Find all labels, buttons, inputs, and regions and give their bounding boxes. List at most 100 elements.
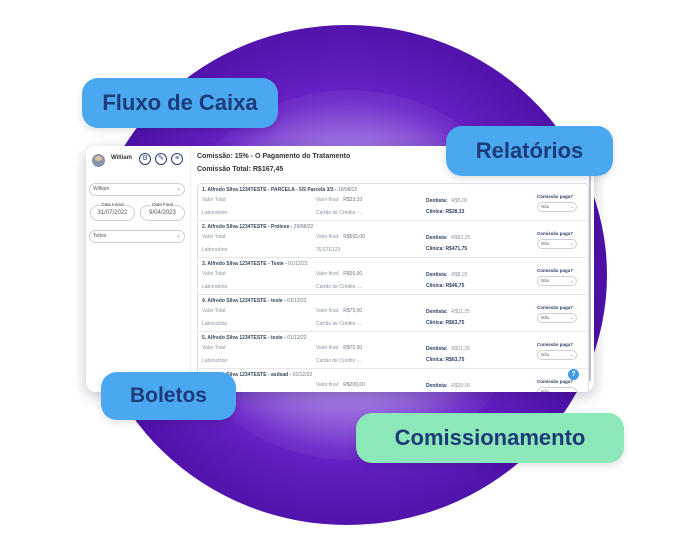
- item-date: 01/12/22: [288, 261, 308, 267]
- user-name: William: [111, 155, 132, 161]
- date-start-field[interactable]: Data Inicial 31/07/2022: [90, 202, 135, 221]
- comissao-paga-label: Comissão paga?: [537, 342, 574, 347]
- edit-icon[interactable]: ✎: [155, 153, 167, 165]
- dentista: Dentista:R$11,25: [426, 309, 470, 315]
- comissao-paga-select[interactable]: Não⌄: [537, 350, 577, 360]
- user-filter-select[interactable]: William ⌄: [89, 183, 185, 196]
- comissao-paga-value: Não: [541, 278, 550, 283]
- item-title-text: 5. Alfredo Silva 1234TESTE - teste -: [202, 335, 288, 341]
- settings-icon[interactable]: ⚙: [139, 153, 151, 165]
- comissao-paga-value: Não: [541, 315, 550, 320]
- item-date: 19/08/22: [337, 187, 358, 193]
- valor-final-label: Valor final:: [316, 271, 340, 277]
- clinica-value: Clínica: R$46,75: [426, 283, 465, 289]
- dentista-value: R$83,25: [451, 235, 471, 241]
- comissao-paga-select[interactable]: Não ⌄: [537, 239, 577, 249]
- comissao-paga-label: Comissão paga?: [537, 268, 574, 273]
- chevron-down-icon: ⌄: [569, 241, 574, 247]
- chevron-down-icon: ⌄: [569, 389, 574, 392]
- date-start-label: Data Inicial: [100, 202, 125, 207]
- valor-final-label: Valor final:: [316, 308, 340, 314]
- help-icon[interactable]: ?: [568, 369, 579, 380]
- list-item: 2. Alfredo Silva 1234TESTE - Prótese - 2…: [198, 221, 588, 258]
- item-date: 01/12/22: [287, 298, 307, 304]
- item-date: 01/12/22: [292, 372, 313, 378]
- comissao-paga-select[interactable]: Não ⌄: [537, 313, 577, 323]
- laboratorio-label: Laboratório: [202, 210, 228, 216]
- status-filter-value: Todos: [93, 233, 107, 239]
- date-end-field[interactable]: Data Final 9/04/2023: [140, 202, 185, 221]
- commission-list: 1. Alfredo Silva 1234TESTE - PARCELA - 5…: [197, 183, 589, 392]
- sidebar: William ⚙ ✎ ≡ William ⌄ Data Inicial 31/…: [86, 146, 191, 392]
- dentista-label: Dentista:: [426, 198, 448, 204]
- dentista: Dentista:R$11,25: [426, 346, 470, 352]
- laboratorio-label: Laboratório: [202, 284, 228, 290]
- app-window: William ⚙ ✎ ≡ William ⌄ Data Inicial 31/…: [86, 146, 594, 392]
- laboratorio-label: Laboratório: [202, 321, 228, 327]
- list-item: 6. Alfredo Silva 1234TESTE - asdsad - 01…: [198, 369, 588, 392]
- valor-final-label: Valor final:: [316, 382, 340, 388]
- valor-final: Valor final:R$55,00: [316, 271, 362, 277]
- comissao-paga-value: Não: [541, 352, 550, 357]
- item-title: 4. Alfredo Silva 1234TESTE - teste - 01/…: [202, 298, 307, 304]
- chevron-down-icon: ⌄: [569, 204, 574, 210]
- status-filter-select[interactable]: Todos ⌄: [89, 230, 185, 243]
- user-avatar: [92, 154, 105, 167]
- item-title: 1. Alfredo Silva 1234TESTE - PARCELA - 5…: [202, 187, 357, 193]
- valor-final: Valor final:R$75,00: [316, 308, 362, 314]
- valor-final-value: R$75,00: [343, 345, 363, 351]
- list-item: 3. Alfredo Silva 1234TESTE - Teste - 01/…: [198, 258, 588, 295]
- commission-total: Comissão Total: R$167,45: [197, 166, 284, 173]
- item-title-text: 2. Alfredo Silva 1234TESTE - Prótese -: [202, 224, 294, 230]
- chevron-down-icon: ⌄: [175, 233, 181, 239]
- dentista-label: Dentista:: [426, 309, 448, 315]
- chevron-down-icon: ⌄: [175, 186, 181, 192]
- dentista: Dentista:R$83,25: [426, 235, 470, 241]
- valor-final-value: R$555,00: [343, 234, 365, 240]
- valor-total-label: Valor Total:: [202, 234, 227, 240]
- user-filter-value: William: [93, 186, 110, 192]
- comissao-paga-value: Não: [541, 241, 550, 246]
- valor-final: Valor final:R$555,00: [316, 234, 365, 240]
- valor-total-label: Valor Total:: [202, 271, 227, 277]
- date-end-label: Data Final: [151, 202, 174, 207]
- menu-icon[interactable]: ≡: [171, 153, 183, 165]
- valor-final-value: R$55,00: [343, 271, 363, 277]
- valor-final: Valor final:R$200,00: [316, 382, 365, 388]
- valor-final: Valor final:R$75,00: [316, 345, 362, 351]
- dentista-value: R$11,25: [451, 309, 470, 315]
- dentista-label: Dentista:: [426, 235, 448, 241]
- list-item: 5. Alfredo Silva 1234TESTE - teste - 01/…: [198, 332, 588, 369]
- payment-method: Cartão de Crédito -...: [316, 284, 363, 290]
- comissao-paga-select[interactable]: Não⌄: [537, 387, 577, 392]
- badge-boletos: Boletos: [101, 372, 236, 420]
- valor-total-label: Valor Total:: [202, 345, 227, 351]
- comissao-paga-label: Comissão paga?: [537, 379, 574, 384]
- clinica-value: Clínica: R$63,75: [426, 320, 465, 326]
- chevron-down-icon: ⌄: [569, 315, 574, 321]
- comissao-paga-select[interactable]: Não ⌄: [537, 276, 577, 286]
- laboratorio-label: Laboratório: [202, 247, 228, 253]
- comissao-paga-select[interactable]: Não⌄: [537, 202, 577, 212]
- chevron-down-icon: ⌄: [569, 278, 574, 284]
- main-content: Comissão: 15% - O Pagamento do Tratament…: [192, 146, 594, 392]
- valor-final-value: R$75,00: [343, 308, 363, 314]
- badge-fluxo-de-caixa: Fluxo de Caixa: [82, 78, 278, 128]
- payment-method: Cartão de Crédito -...: [316, 321, 363, 327]
- valor-final-label: Valor final:: [316, 234, 340, 240]
- valor-final-label: Valor final:: [316, 345, 340, 351]
- valor-total-label: Valor Total:: [202, 308, 227, 314]
- dentista-value: R$30,00: [451, 383, 471, 389]
- dentista: Dentista:R$5,00: [426, 198, 468, 204]
- clinica-value: Clínica: R$28,33: [426, 209, 465, 215]
- date-end-value: 9/04/2023: [149, 210, 176, 216]
- valor-final-value: R$200,00: [343, 382, 365, 388]
- payment-method: Cartão de Crédito -...: [316, 210, 363, 216]
- payment-method: Cartão de Crédito -...: [316, 358, 363, 364]
- valor-final: Valor final:R$33,33: [316, 197, 362, 203]
- dentista-label: Dentista:: [426, 272, 448, 278]
- item-title: 3. Alfredo Silva 1234TESTE - Teste - 01/…: [202, 261, 308, 267]
- dentista-value: R$8,25: [451, 272, 468, 278]
- scrollbar[interactable]: [589, 176, 591, 381]
- clinica-value: Clínica: R$471,75: [426, 246, 468, 252]
